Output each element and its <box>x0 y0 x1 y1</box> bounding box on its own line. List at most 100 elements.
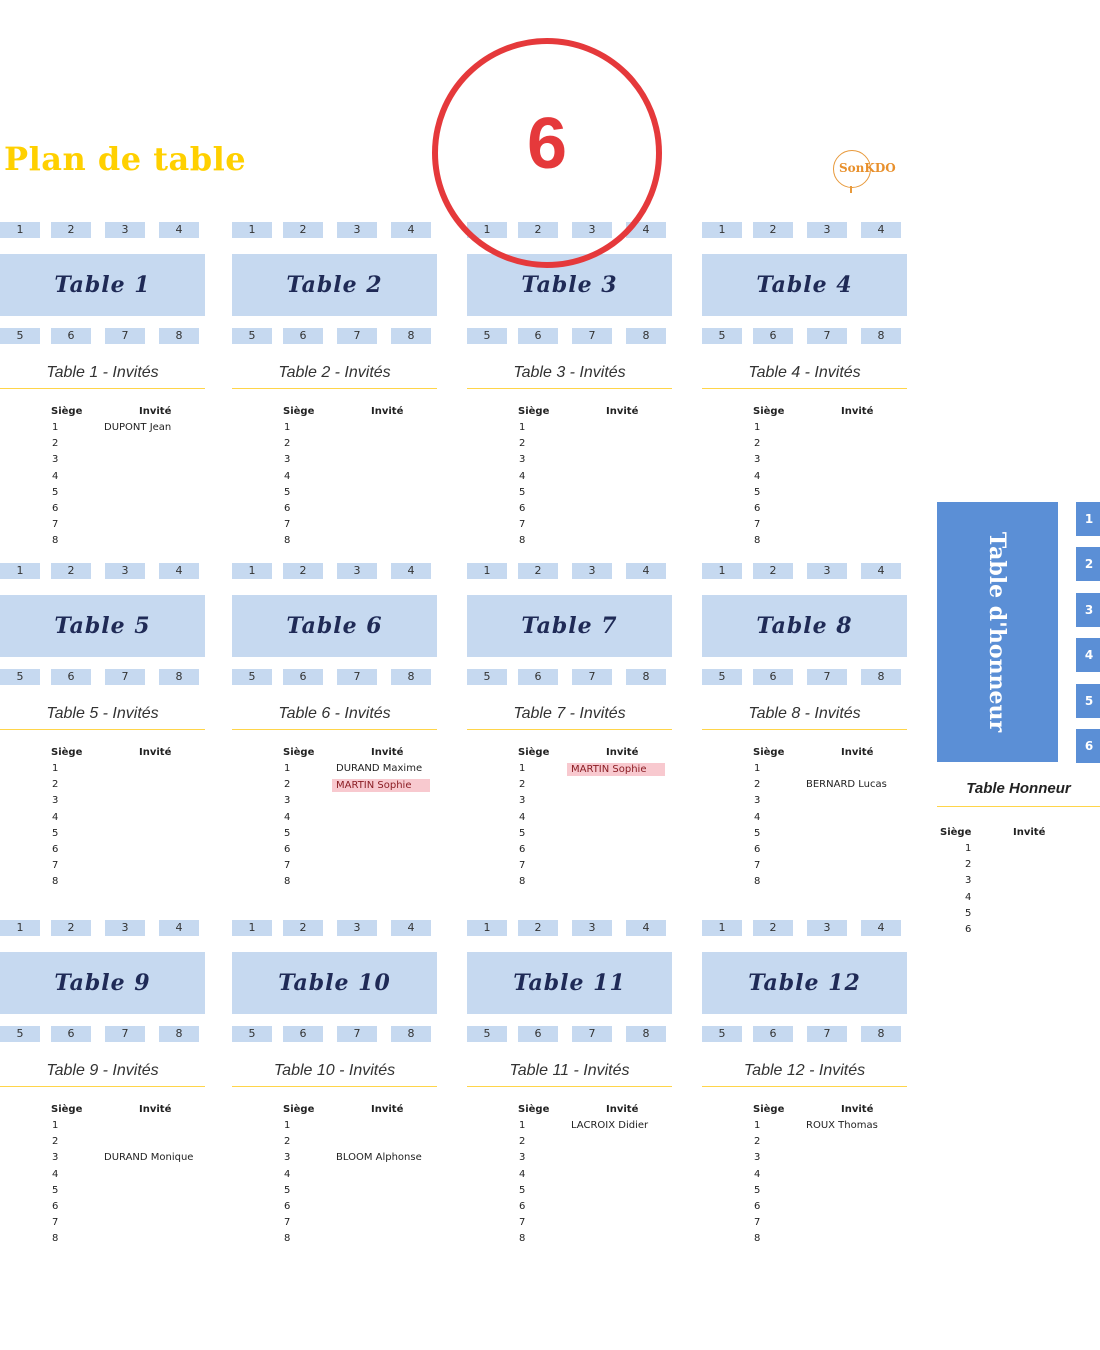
seat-box[interactable]: 3 <box>105 920 145 936</box>
table-shape[interactable]: Table 8 <box>702 595 907 657</box>
guest-name[interactable]: BERNARD Lucas <box>806 779 887 791</box>
seat-box[interactable]: 1 <box>0 920 40 936</box>
seat-box[interactable]: 1 <box>702 563 742 579</box>
seat-box[interactable]: 3 <box>807 920 847 936</box>
guest-row[interactable]: 5 <box>702 1185 907 1201</box>
guest-row[interactable]: 4 <box>702 1169 907 1185</box>
seat-box[interactable]: 8 <box>626 1026 666 1042</box>
guest-row[interactable]: 5 <box>467 828 672 844</box>
seat-box[interactable]: 8 <box>159 328 199 344</box>
seat-box[interactable]: 2 <box>283 920 323 936</box>
guest-row[interactable]: 6 <box>467 844 672 860</box>
seat-box[interactable]: 2 <box>518 563 558 579</box>
table-shape[interactable]: Table 2 <box>232 254 437 316</box>
table-shape[interactable]: Table 1 <box>0 254 205 316</box>
guest-name[interactable]: BLOOM Alphonse <box>336 1152 422 1164</box>
honor-seat-box[interactable]: 6 <box>1076 729 1100 763</box>
seat-box[interactable]: 2 <box>518 920 558 936</box>
guest-name[interactable]: DUPONT Jean <box>104 422 172 433</box>
seat-box[interactable]: 5 <box>467 669 507 685</box>
seat-box[interactable]: 7 <box>572 328 612 344</box>
guest-row[interactable]: 7 <box>0 1217 205 1233</box>
guest-row[interactable]: 2 <box>0 438 205 454</box>
seat-box[interactable]: 2 <box>753 920 793 936</box>
table-shape[interactable]: Table 12 <box>702 952 907 1014</box>
guest-row[interactable]: 6 <box>0 1201 205 1217</box>
guest-row[interactable]: 8 <box>0 535 205 551</box>
seat-box[interactable]: 8 <box>861 1026 901 1042</box>
seat-box[interactable]: 3 <box>337 222 377 238</box>
guest-row[interactable]: 2 <box>467 1136 672 1152</box>
honor-seat-box[interactable]: 1 <box>1076 502 1100 536</box>
guest-row[interactable]: 4 <box>232 471 437 487</box>
seat-box[interactable]: 2 <box>51 222 91 238</box>
seat-box[interactable]: 7 <box>807 328 847 344</box>
guest-row[interactable]: 4 <box>0 812 205 828</box>
table-shape[interactable]: Table 9 <box>0 952 205 1014</box>
guest-row[interactable]: 2 <box>702 1136 907 1152</box>
guest-row[interactable]: 1 <box>232 1120 437 1136</box>
guest-row[interactable]: 5 <box>702 487 907 503</box>
guest-row[interactable]: 4 <box>232 1169 437 1185</box>
guest-row[interactable]: 2 <box>232 1136 437 1152</box>
guest-row[interactable]: 7 <box>467 1217 672 1233</box>
guest-row[interactable]: 5 <box>0 828 205 844</box>
seat-box[interactable]: 8 <box>861 328 901 344</box>
seat-box[interactable]: 7 <box>807 1026 847 1042</box>
guest-name[interactable]: DURAND Maxime <box>336 763 423 774</box>
guest-row[interactable]: 8 <box>702 1233 907 1249</box>
seat-box[interactable]: 5 <box>702 1026 742 1042</box>
guest-name[interactable]: LACROIX Didier <box>571 1120 649 1131</box>
guest-row[interactable]: 3 <box>702 454 907 470</box>
guest-row[interactable]: 7 <box>0 860 205 876</box>
guest-row[interactable]: 5 <box>702 828 907 844</box>
guest-row[interactable]: 7 <box>467 519 672 535</box>
guest-name[interactable]: ROUX Thomas <box>806 1120 878 1131</box>
guest-row[interactable]: 8 <box>702 876 907 892</box>
guest-row[interactable]: 7 <box>232 1217 437 1233</box>
seat-box[interactable]: 3 <box>337 563 377 579</box>
seat-box[interactable]: 8 <box>159 1026 199 1042</box>
seat-box[interactable]: 3 <box>572 563 612 579</box>
honor-guest-row[interactable]: 2 <box>937 859 1100 875</box>
guest-row[interactable]: 4 <box>467 471 672 487</box>
guest-row[interactable]: 2 <box>0 779 205 795</box>
guest-row[interactable]: 6 <box>702 844 907 860</box>
guest-row[interactable]: 4 <box>467 812 672 828</box>
guest-row[interactable]: 5 <box>232 1185 437 1201</box>
guest-row[interactable]: 8 <box>232 535 437 551</box>
seat-box[interactable]: 6 <box>283 669 323 685</box>
guest-row[interactable]: 3 <box>232 795 437 811</box>
seat-box[interactable]: 8 <box>391 328 431 344</box>
seat-box[interactable]: 4 <box>861 920 901 936</box>
seat-box[interactable]: 7 <box>337 328 377 344</box>
seat-box[interactable]: 6 <box>518 1026 558 1042</box>
guest-row[interactable]: 1 <box>702 422 907 438</box>
guest-row[interactable]: 8 <box>0 1233 205 1249</box>
guest-row[interactable]: 1 <box>702 763 907 779</box>
guest-name[interactable]: MARTIN Sophie <box>567 763 665 776</box>
table-shape[interactable]: Table 11 <box>467 952 672 1014</box>
honor-seat-box[interactable]: 4 <box>1076 638 1100 673</box>
seat-box[interactable]: 3 <box>807 222 847 238</box>
guest-row[interactable]: 5 <box>467 1185 672 1201</box>
seat-box[interactable]: 5 <box>467 1026 507 1042</box>
seat-box[interactable]: 2 <box>753 222 793 238</box>
guest-name[interactable]: DURAND Monique <box>104 1152 194 1164</box>
seat-box[interactable]: 6 <box>283 328 323 344</box>
seat-box[interactable]: 5 <box>0 669 40 685</box>
guest-row[interactable]: 2 <box>702 438 907 454</box>
guest-row[interactable]: 2 <box>232 438 437 454</box>
seat-box[interactable]: 4 <box>159 563 199 579</box>
seat-box[interactable]: 3 <box>572 920 612 936</box>
guest-row[interactable]: 6 <box>702 1201 907 1217</box>
honor-table[interactable] <box>937 502 1058 762</box>
guest-row[interactable]: 7 <box>702 519 907 535</box>
seat-box[interactable]: 2 <box>753 563 793 579</box>
seat-box[interactable]: 4 <box>159 222 199 238</box>
guest-row[interactable]: 6 <box>232 844 437 860</box>
